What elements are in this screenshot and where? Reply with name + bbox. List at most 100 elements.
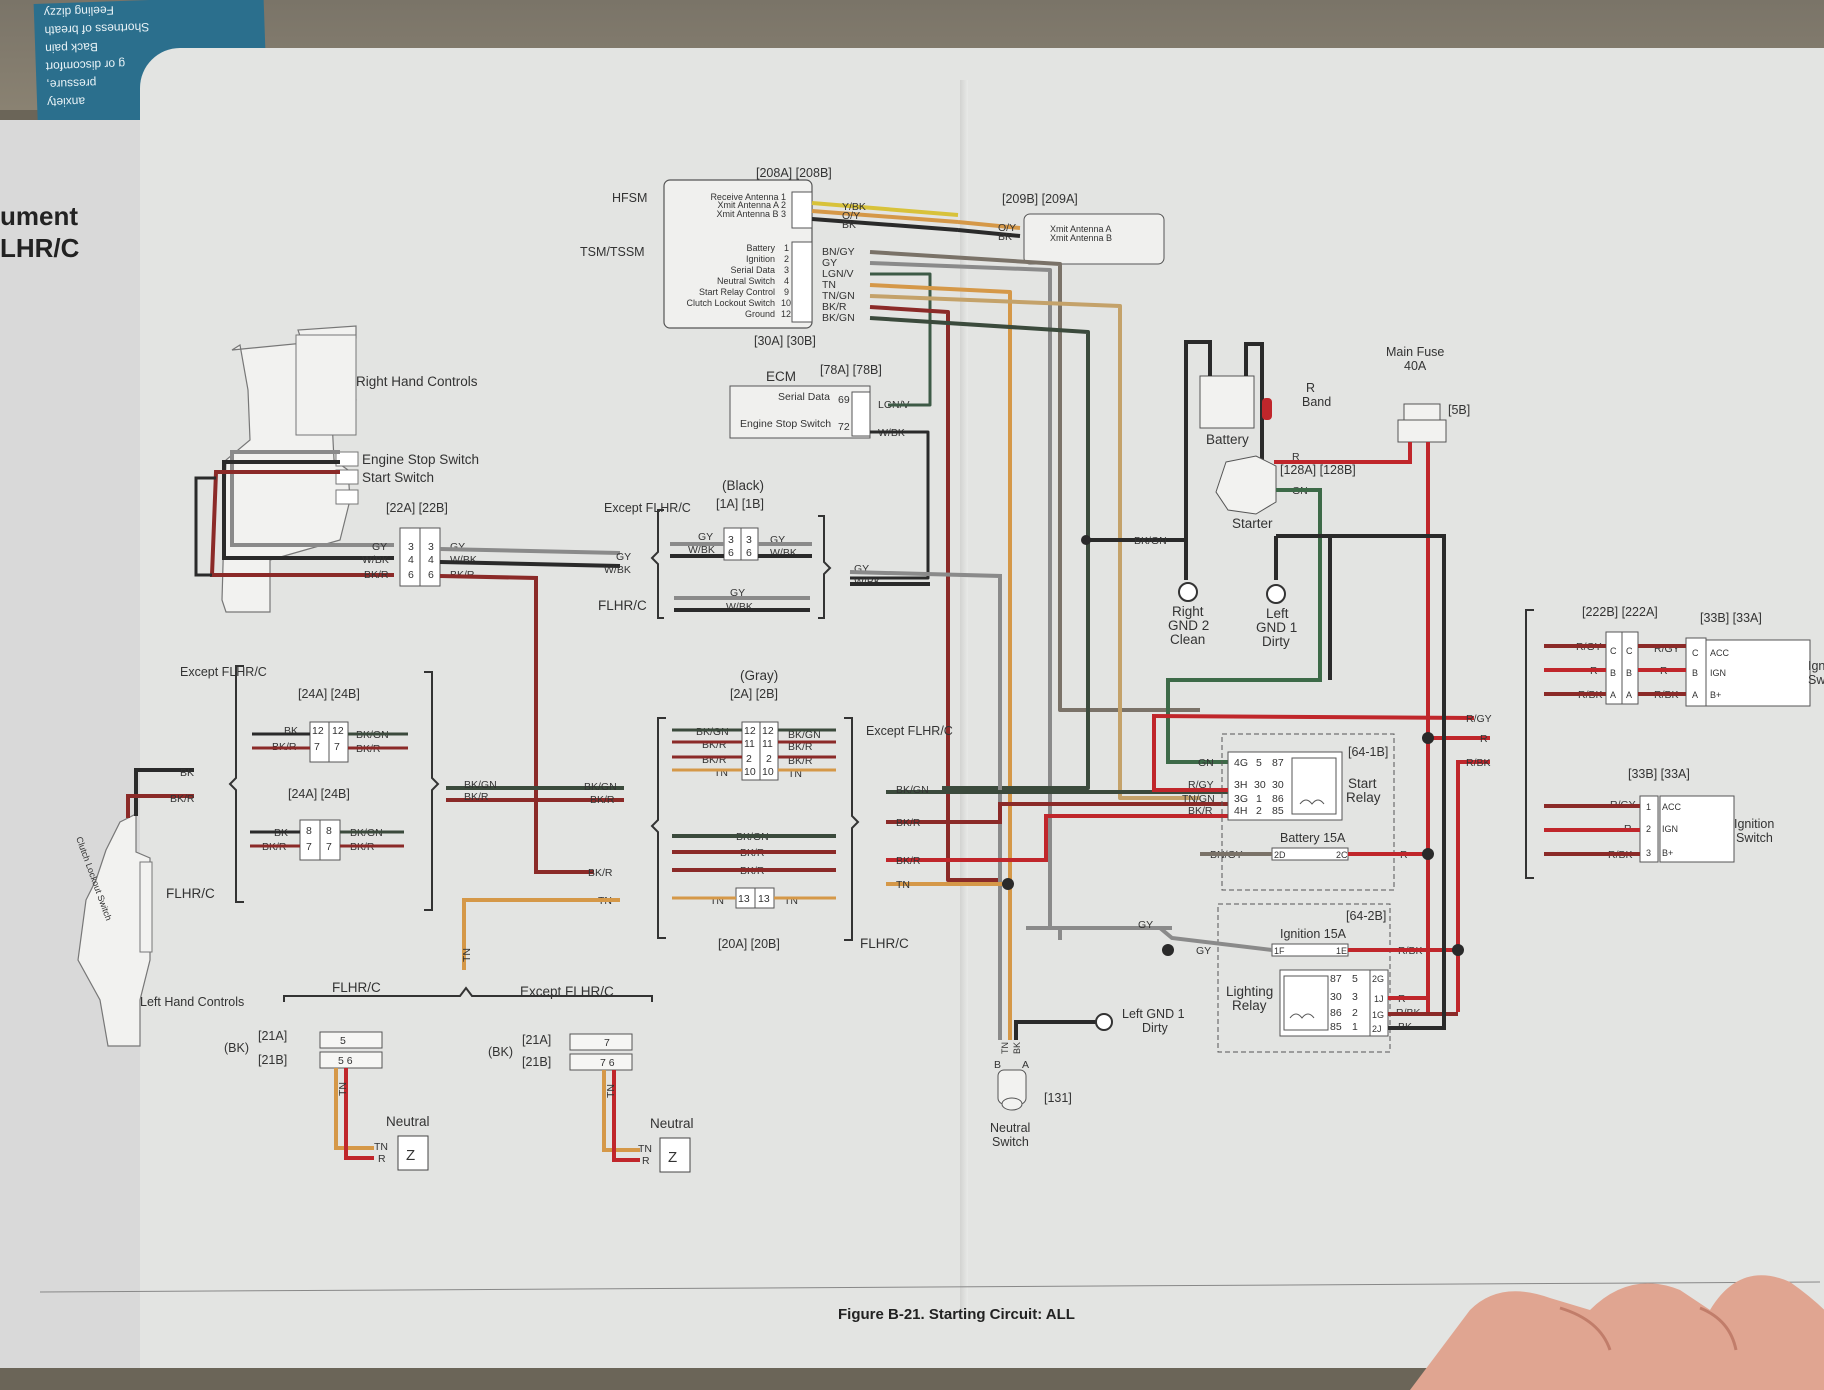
tsm-pin: Ground — [745, 309, 775, 319]
left-hand-controls: Left Hand Controls Clutch Lockout Switch — [74, 813, 244, 1047]
red-band-label: Band — [1302, 395, 1331, 409]
right-hand-label: Right Hand Controls — [356, 374, 478, 389]
svg-text:B+: B+ — [1662, 848, 1673, 858]
svg-text:3: 3 — [746, 534, 752, 546]
svg-text:BK/GN: BK/GN — [788, 729, 821, 741]
ignition-switch-label: Switch — [1736, 831, 1773, 845]
svg-text:BK/GN: BK/GN — [696, 726, 729, 738]
svg-text:12: 12 — [312, 725, 324, 737]
pin-number: 9 — [784, 287, 789, 297]
start-relay-wires — [1152, 713, 1490, 1012]
gray-connector-wires — [462, 728, 836, 970]
svg-text:12: 12 — [762, 725, 774, 737]
connector-24-block: Except FLHR/C FLHR/C [24A] [24B] [24A] [… — [166, 665, 440, 911]
svg-text:GN: GN — [1198, 757, 1214, 769]
connector-label: [78A] [78B] — [820, 363, 882, 377]
pin-label: Serial Data — [778, 391, 830, 403]
ground-points: BK/GN Right GND 2 Clean Left GND 1 Dirty — [1081, 534, 1332, 680]
svg-text:7: 7 — [306, 841, 312, 853]
handlebar-wires — [194, 450, 394, 577]
svg-text:3: 3 — [428, 541, 434, 553]
wire-label: R — [1292, 451, 1300, 463]
svg-text:C: C — [1610, 646, 1617, 656]
svg-text:2: 2 — [1352, 1007, 1358, 1019]
main-fuse-label: Main Fuse — [1386, 345, 1444, 359]
variant-label: FLHR/C — [332, 980, 381, 995]
right-gnd2-label: Clean — [1170, 632, 1205, 647]
connector-color-label: (Gray) — [740, 668, 778, 683]
svg-text:BK/R: BK/R — [896, 817, 921, 829]
svg-text:11: 11 — [762, 738, 773, 750]
variant-label: Except FLHR/C — [520, 984, 614, 999]
svg-text:TN: TN — [374, 1141, 388, 1153]
svg-text:C: C — [1626, 646, 1633, 656]
mid-right-wires: BK/GN BK/R BK/R TN — [886, 784, 1230, 891]
svg-text:A: A — [1626, 690, 1632, 700]
pin-label: Engine Stop Switch — [740, 418, 831, 430]
svg-text:85: 85 — [1272, 805, 1284, 817]
svg-text:1: 1 — [1646, 802, 1651, 812]
svg-text:4: 4 — [408, 554, 414, 566]
svg-text:BK/R: BK/R — [364, 569, 389, 581]
svg-text:TN: TN — [638, 1143, 652, 1155]
svg-text:BK/R: BK/R — [822, 301, 847, 313]
pin-number: 10 — [781, 298, 791, 308]
svg-text:ACC: ACC — [1710, 648, 1730, 658]
svg-text:86: 86 — [1330, 1007, 1342, 1019]
svg-text:2: 2 — [1256, 805, 1262, 817]
svg-text:85: 85 — [1330, 1021, 1342, 1033]
neutral-bus: FLHR/C Except FLHR/C TN 5 5 6 7 7 6 [21A… — [224, 948, 653, 1071]
svg-text:BK/GN: BK/GN — [822, 312, 855, 324]
left-gnd1-label: GND 1 — [1256, 620, 1297, 635]
svg-text:5: 5 — [1352, 973, 1358, 985]
pin-number: 4 — [784, 276, 789, 286]
svg-text:6: 6 — [728, 547, 734, 559]
svg-text:1E: 1E — [1336, 946, 1347, 956]
svg-text:A: A — [1022, 1059, 1029, 1071]
svg-text:R/BK: R/BK — [1466, 757, 1491, 769]
svg-text:W/BK: W/BK — [604, 564, 631, 576]
svg-text:BK/R: BK/R — [1188, 805, 1213, 817]
svg-text:TN: TN — [605, 1084, 617, 1098]
svg-text:A: A — [1610, 690, 1616, 700]
svg-text:GY: GY — [372, 541, 387, 553]
hfsm-pin: Xmit Antenna A 2 — [717, 200, 786, 210]
svg-text:BK/GN: BK/GN — [896, 784, 929, 796]
svg-text:1F: 1F — [1274, 946, 1285, 956]
connector-label: [22A] [22B] — [386, 501, 448, 515]
svg-text:TN: TN — [337, 1082, 349, 1096]
svg-text:B: B — [1692, 668, 1698, 678]
connector-label: [2A] [2B] — [730, 687, 778, 701]
svg-text:5: 5 — [1256, 757, 1262, 769]
svg-text:BK: BK — [1012, 1042, 1022, 1054]
svg-text:4H: 4H — [1234, 805, 1247, 817]
svg-text:13: 13 — [738, 893, 750, 905]
variant-label: Except FLHR/C — [180, 665, 267, 679]
svg-text:R/GY: R/GY — [1466, 713, 1492, 725]
tsm-pin: Start Relay Control — [699, 287, 775, 297]
start-relay-box: [64-1B] Start Relay 4G 3H 3G 4H 5 30 1 2… — [1182, 733, 1408, 891]
neutral-switches: Z Z Neutral Neutral TN R TN R TN TN — [334, 1068, 694, 1173]
svg-text:GY: GY — [1138, 919, 1153, 931]
ignition-fuse-label: Ignition 15A — [1280, 927, 1347, 941]
c24-wires — [250, 732, 624, 848]
tsm-pin: Ignition — [746, 254, 775, 264]
ignition-switch-wires — [1544, 644, 1686, 856]
svg-text:30: 30 — [1330, 991, 1342, 1003]
neutral-switch-label: Neutral — [990, 1121, 1030, 1135]
main-fuse-rating: 40A — [1404, 359, 1427, 373]
svg-text:TN: TN — [822, 279, 836, 291]
right-gnd2-label: Right — [1172, 604, 1204, 619]
connector-label: [209B] [209A] — [1002, 192, 1078, 206]
connector-1-black: (Black) [1A] [1B] Except FLHR/C FLHR/C 3… — [598, 478, 881, 619]
svg-text:BK/R: BK/R — [590, 794, 615, 806]
pin-label: Xmit Antenna A — [1050, 224, 1112, 234]
start-relay-label: Start — [1348, 776, 1377, 791]
wire-label: O/Y — [842, 210, 860, 222]
svg-text:3: 3 — [408, 541, 414, 553]
connector-label: [21B] — [522, 1055, 551, 1069]
svg-text:13: 13 — [758, 893, 770, 905]
connector-color-label: (BK) — [488, 1045, 513, 1059]
wire-label: Y/BK — [842, 201, 866, 213]
